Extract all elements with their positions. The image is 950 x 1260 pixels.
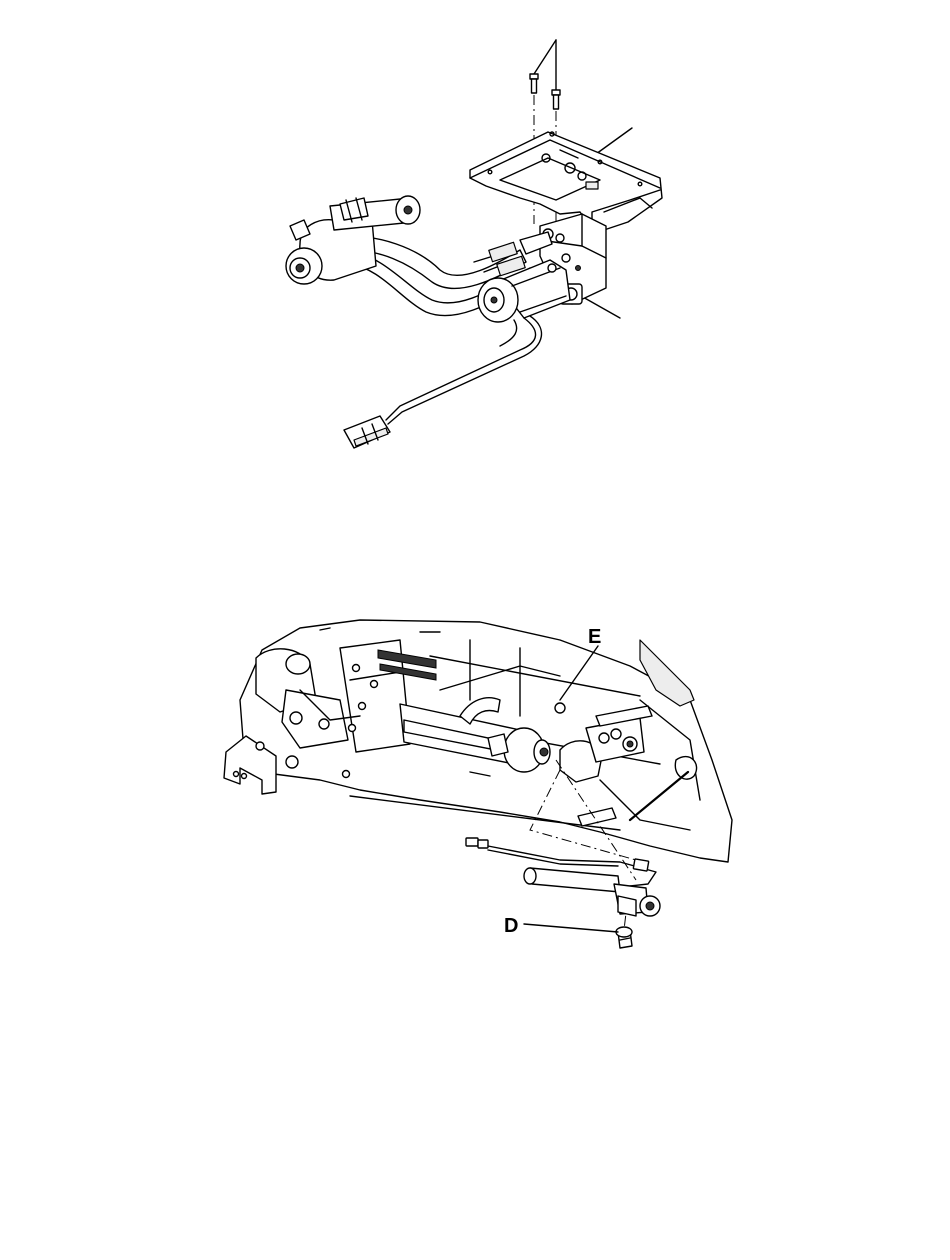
callout-label-e: E xyxy=(588,626,601,648)
bolt-D xyxy=(616,927,632,948)
mounting-bracket-plate xyxy=(470,132,662,230)
callout-D: D xyxy=(504,915,618,937)
figure-bottom-seat-frame: E D xyxy=(224,620,732,948)
exploded-sensor-cable xyxy=(466,838,660,916)
figure-top-pump-assembly xyxy=(286,40,662,448)
callout-label-d: D xyxy=(504,915,518,937)
left-actuator-cylinder xyxy=(286,196,420,284)
wiring-harness-connector xyxy=(344,316,541,448)
